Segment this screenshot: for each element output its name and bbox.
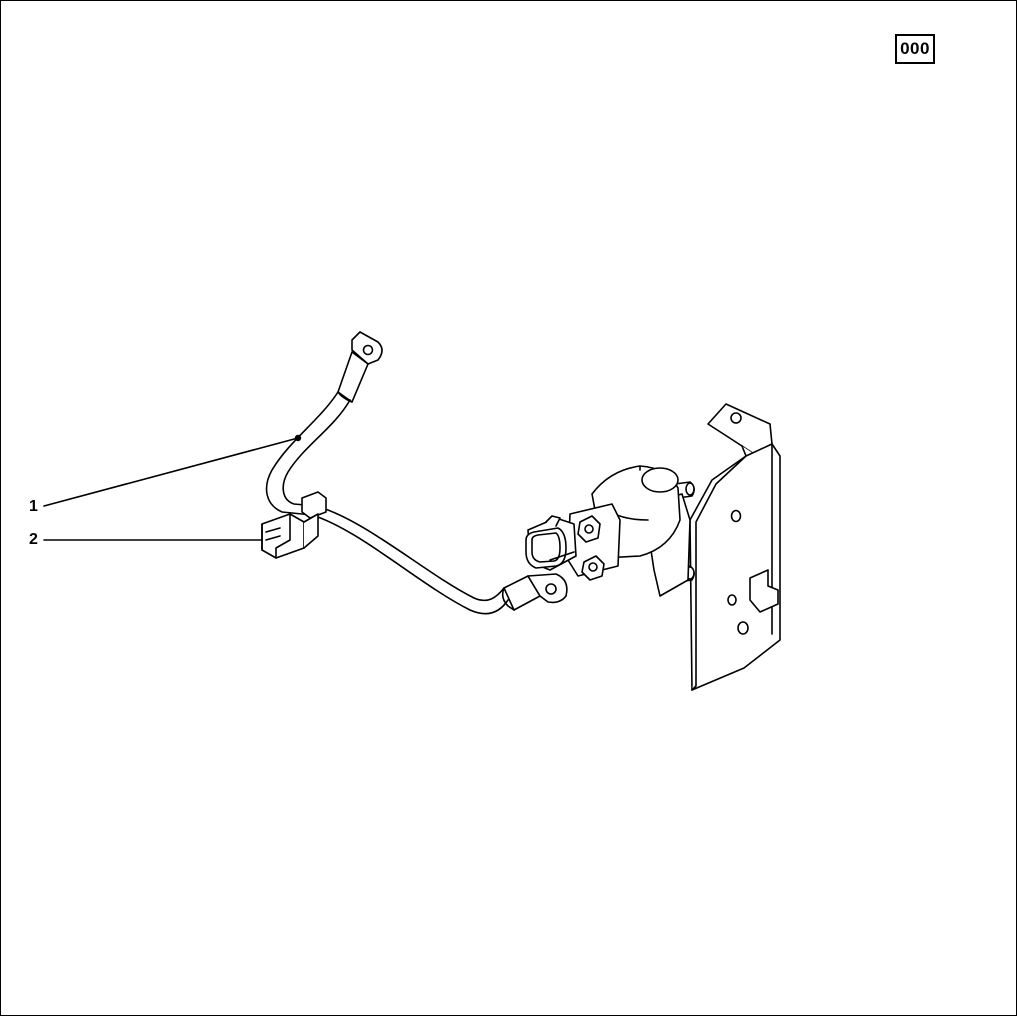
battery-cable — [265, 331, 568, 615]
upper-ring-terminal — [351, 331, 383, 365]
callout-number-2: 2 — [29, 531, 38, 548]
solenoid-relay — [525, 465, 695, 597]
cable-clip — [261, 491, 327, 559]
callout-number-1: 1 — [29, 498, 38, 515]
lower-ring-terminal — [527, 573, 568, 604]
leader-line-1 — [43, 437, 299, 507]
mounting-bracket — [689, 403, 781, 691]
page-code-box: 000 — [895, 34, 935, 64]
